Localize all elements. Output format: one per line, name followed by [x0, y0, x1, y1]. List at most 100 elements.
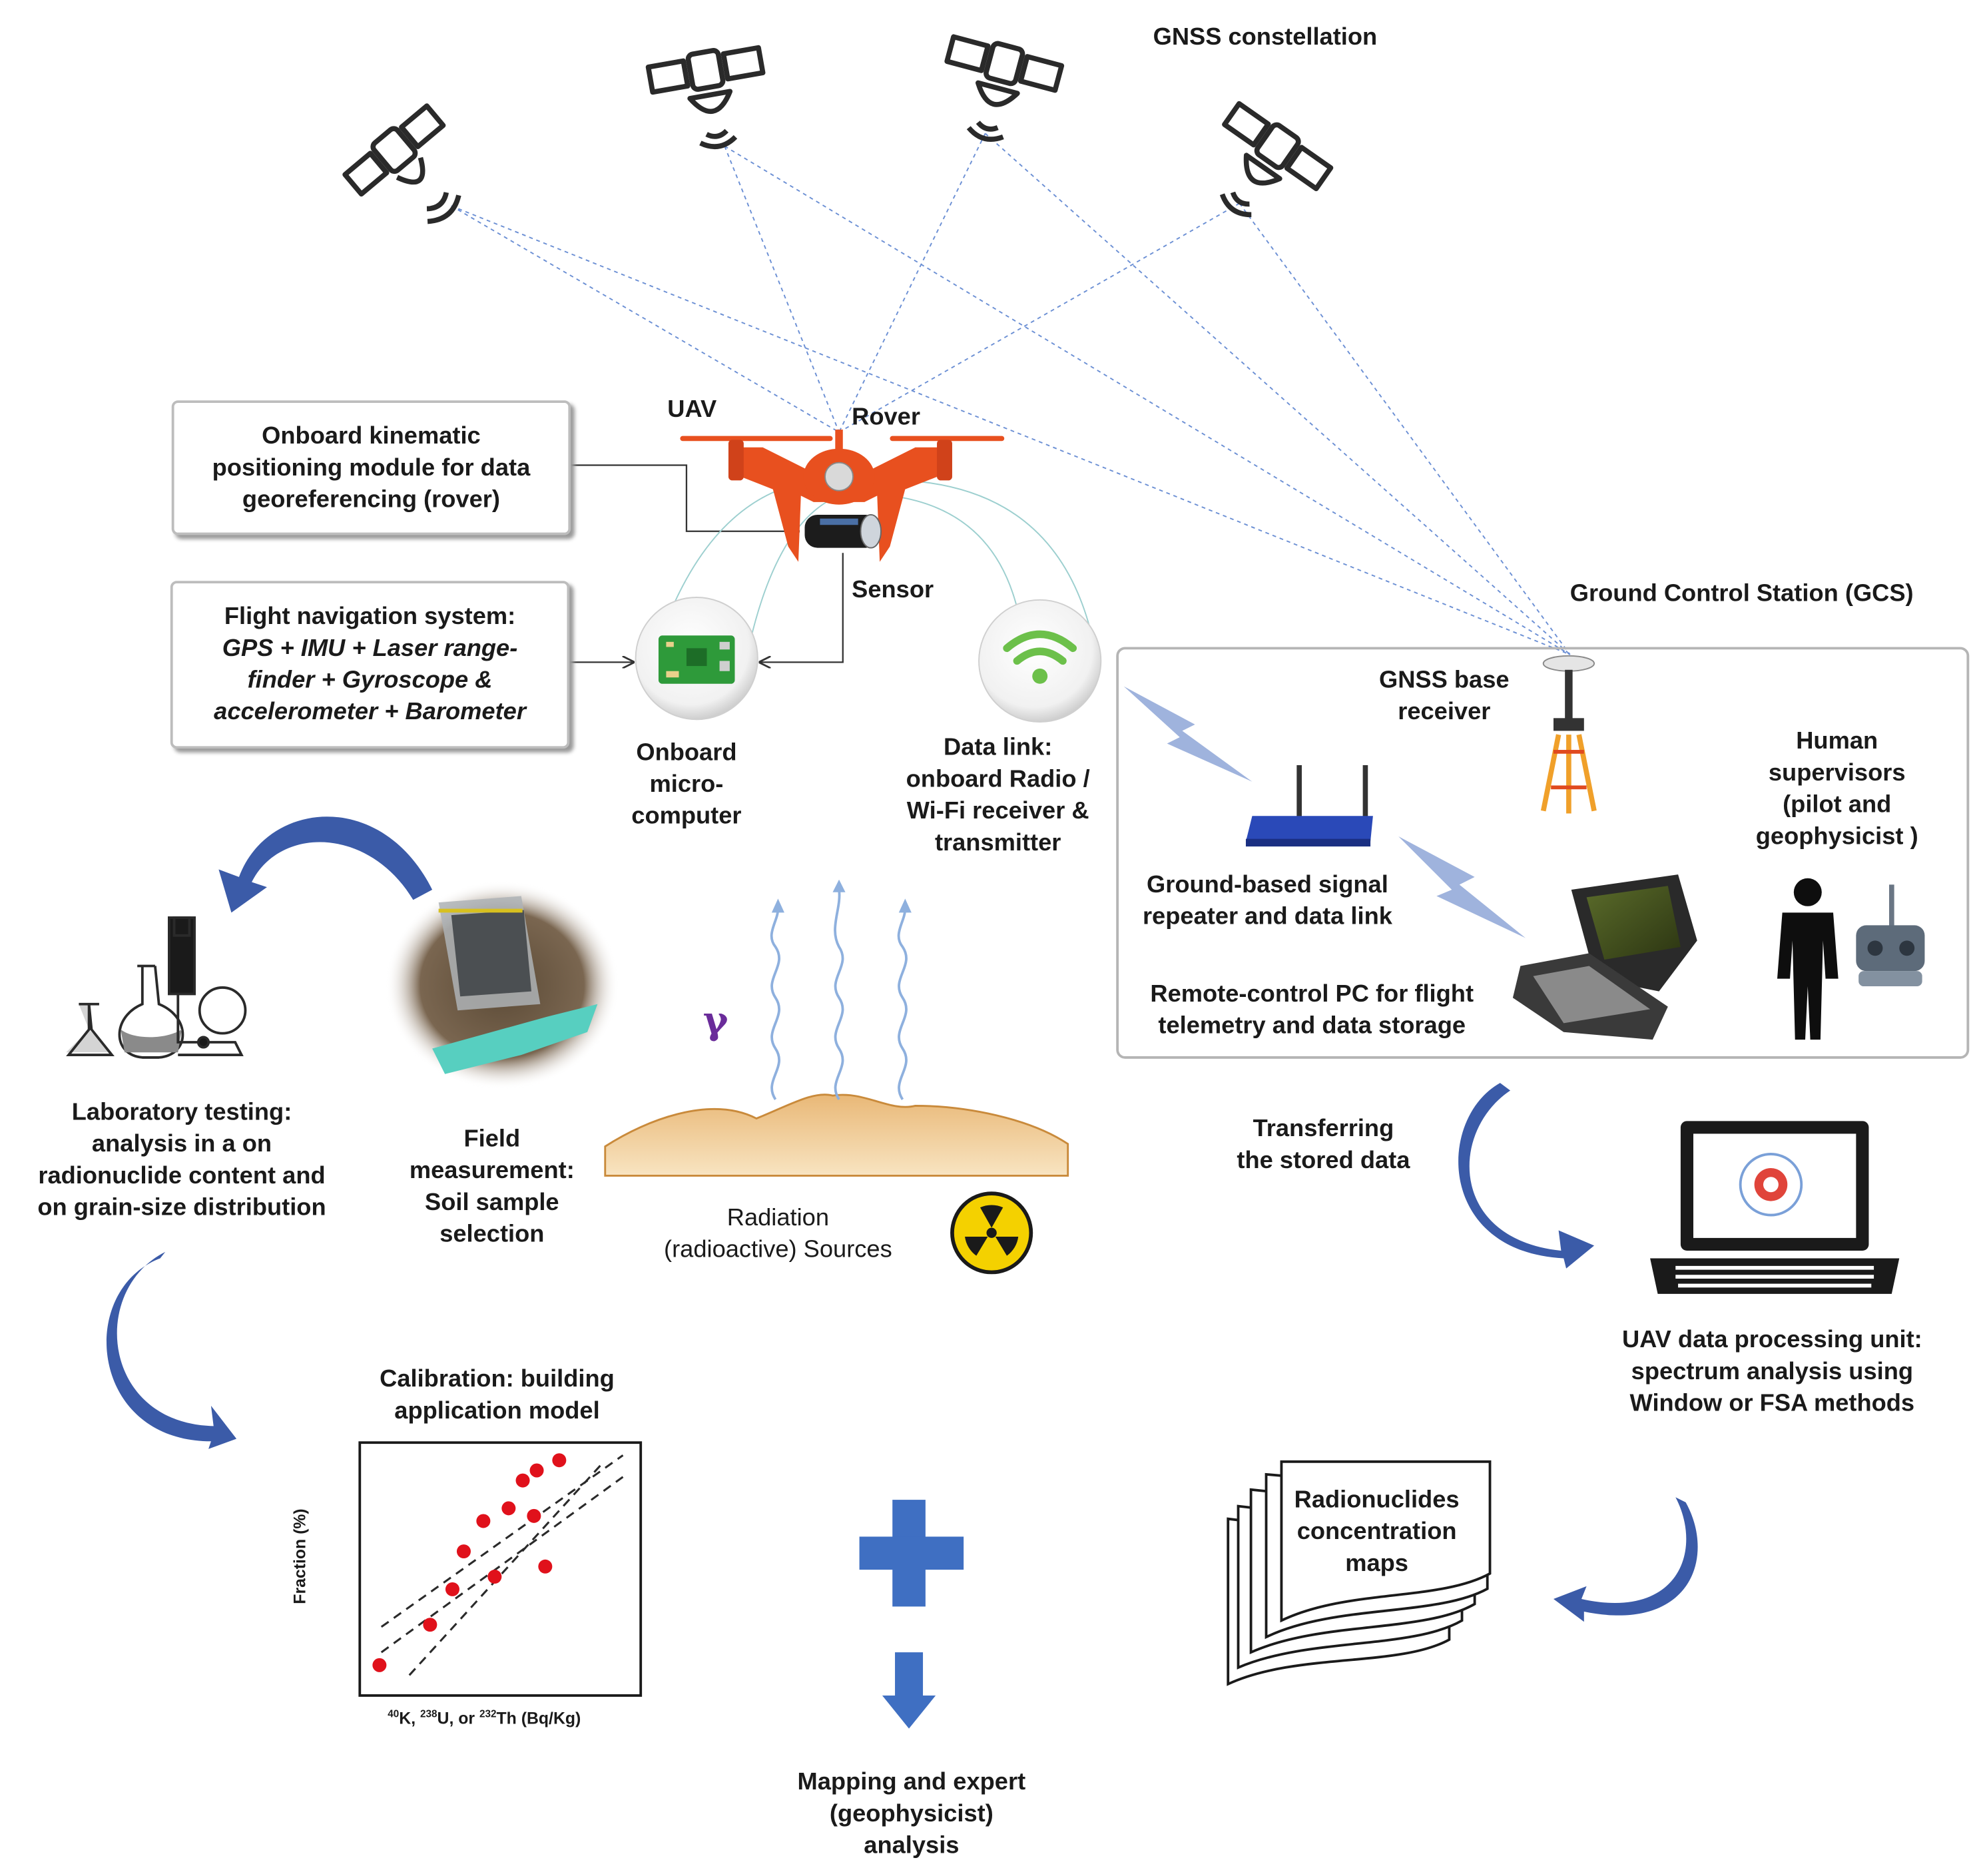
radioactive-icon — [950, 1191, 1033, 1275]
calibration-point — [372, 1658, 387, 1672]
radiation-line: Radiation — [726, 1205, 830, 1232]
calibration-point — [527, 1508, 541, 1523]
calibration-dashed-lines — [380, 1454, 624, 1676]
plus-icon — [859, 1500, 964, 1607]
human-line: geophysicist ) — [1755, 823, 1918, 850]
onboard-kinematic-line: Onboard kinematic — [262, 422, 481, 450]
gcs-frame — [1116, 647, 1970, 1059]
u-text: U, or — [437, 1708, 479, 1728]
flight-navigation-box: Flight navigation system: GPS + IMU + La… — [170, 581, 570, 749]
microcomputer-icon — [635, 597, 758, 721]
gamma-symbol: γ — [703, 999, 728, 1044]
down-arrow-icon — [882, 1652, 936, 1729]
sensor-label: Sensor — [852, 577, 934, 604]
gnss-constellation-label: GNSS constellation — [1153, 24, 1378, 51]
maps-line: maps — [1345, 1550, 1408, 1578]
mapping-line: Mapping and expert — [797, 1769, 1026, 1796]
onboard-kinematic-line: positioning module for data — [212, 454, 531, 481]
maps-line: concentration — [1296, 1518, 1457, 1546]
transferring-line: the stored data — [1237, 1147, 1410, 1175]
mapping-line: (geophysicist) — [829, 1801, 994, 1828]
flight-nav-line: GPS + IMU + Laser range- — [222, 635, 518, 663]
cycle-arrow-icon — [106, 816, 1698, 1622]
lab-line: on grain-size distribution — [37, 1195, 326, 1222]
rover-label: Rover — [852, 404, 920, 431]
maps-label: Radionuclides concentration maps — [1281, 1484, 1472, 1580]
mapping-analysis-label: Mapping and expert (geophysicist) analys… — [778, 1767, 1045, 1862]
maps-line: Radionuclides — [1294, 1486, 1460, 1514]
gcs-title: Ground Control Station (GCS) — [1569, 581, 1914, 608]
field-line: Field — [463, 1125, 521, 1153]
field-measurement-label: Field measurement: Soil sample selection — [397, 1123, 587, 1251]
remote-pc-label: Remote-control PC for flight telemetry a… — [1127, 979, 1498, 1042]
calibration-line: Calibration: building — [380, 1366, 615, 1393]
onboard-kinematic-text: Onboard kinematic positioning module for… — [212, 420, 531, 515]
remote-controller-icon — [1856, 884, 1925, 987]
data-link-line: transmitter — [934, 830, 1061, 857]
onboard-kinematic-box: Onboard kinematic positioning module for… — [171, 400, 571, 535]
micro-line: Onboard — [636, 739, 737, 767]
data-link-label: Data link: onboard Radio / Wi-Fi receive… — [884, 732, 1113, 859]
calibration-point — [445, 1582, 459, 1596]
remote-pc-line: Remote-control PC for flight — [1150, 981, 1474, 1008]
calibration-line: application model — [394, 1398, 600, 1425]
data-link-line: Wi-Fi receiver & — [906, 798, 1089, 825]
drone-icon — [680, 430, 1005, 562]
flight-navigation-text: Flight navigation system: GPS + IMU + La… — [214, 601, 526, 729]
mapping-line: analysis — [864, 1833, 960, 1860]
gnss-base-receiver-icon — [1540, 655, 1597, 814]
flight-nav-line: finder + Gyroscope & — [247, 667, 493, 695]
calibration-point — [487, 1570, 502, 1584]
human-supervisor-icon — [1777, 878, 1839, 1040]
lab-line: Laboratory testing: — [71, 1099, 292, 1126]
wifi-icon — [978, 599, 1102, 723]
repeater-line: repeater and data link — [1142, 903, 1392, 931]
gnss-base-line: receiver — [1398, 699, 1491, 726]
lab-line: radionuclide content and — [38, 1163, 326, 1190]
calibration-point — [423, 1618, 437, 1632]
calibration-point — [515, 1473, 530, 1488]
calibration-point — [501, 1501, 516, 1516]
remote-pc-icon — [1512, 874, 1697, 1040]
k-mass-number: 40 — [388, 1708, 400, 1720]
remote-pc-line: telemetry and data storage — [1158, 1013, 1466, 1040]
repeater-line: Ground-based signal — [1147, 872, 1388, 899]
flight-nav-line: Flight navigation system: — [224, 603, 516, 631]
repeater-label: Ground-based signal repeater and data li… — [1127, 869, 1409, 932]
calibration-point — [552, 1453, 567, 1468]
processing-line: Window or FSA methods — [1629, 1390, 1915, 1418]
soil-sample-photo — [385, 880, 619, 1090]
lab-equipment-icon — [66, 916, 247, 1059]
satellite-icon — [342, 34, 1334, 224]
gnss-base-label: GNSS base receiver — [1365, 665, 1523, 728]
micro-line: micro- — [649, 771, 724, 798]
human-supervisors-label: Human supervisors (pilot and geophysicis… — [1744, 726, 1930, 853]
human-line: supervisors — [1768, 760, 1906, 787]
human-line: Human — [1796, 728, 1878, 755]
calibration-chart-frame — [358, 1441, 643, 1697]
processing-line: spectrum analysis using — [1631, 1359, 1914, 1386]
chart-ylabel: Fraction (%) — [290, 1508, 310, 1604]
onboard-kinematic-line: georeferencing (rover) — [242, 486, 500, 513]
lab-line: analysis in a on — [91, 1131, 272, 1158]
router-icon — [1245, 765, 1373, 847]
processing-unit-label: UAV data processing unit: spectrum analy… — [1597, 1325, 1948, 1420]
gnss-signal-lines — [451, 133, 1571, 655]
gnss-base-line: GNSS base — [1379, 667, 1510, 695]
onboard-microcomputer-label: Onboard micro- computer — [610, 737, 762, 832]
field-line: selection — [439, 1221, 545, 1249]
gamma-wave-icon — [770, 889, 908, 1100]
calibration-points — [372, 1453, 567, 1672]
calibration-point — [476, 1514, 491, 1528]
data-link-line: Data link: — [944, 735, 1053, 762]
uav-label: UAV — [667, 396, 717, 424]
laboratory-testing-label: Laboratory testing: analysis in a on rad… — [15, 1097, 348, 1224]
th-text: Th (Bq/Kg) — [496, 1708, 581, 1728]
micro-line: computer — [631, 803, 742, 830]
data-link-line: onboard Radio / — [906, 766, 1090, 793]
radiation-ground — [604, 1094, 1069, 1177]
chart-xlabel: 40K, 238U, or 232Th (Bq/Kg) — [388, 1708, 581, 1727]
calibration-point — [529, 1463, 544, 1478]
processing-line: UAV data processing unit: — [1621, 1327, 1922, 1354]
